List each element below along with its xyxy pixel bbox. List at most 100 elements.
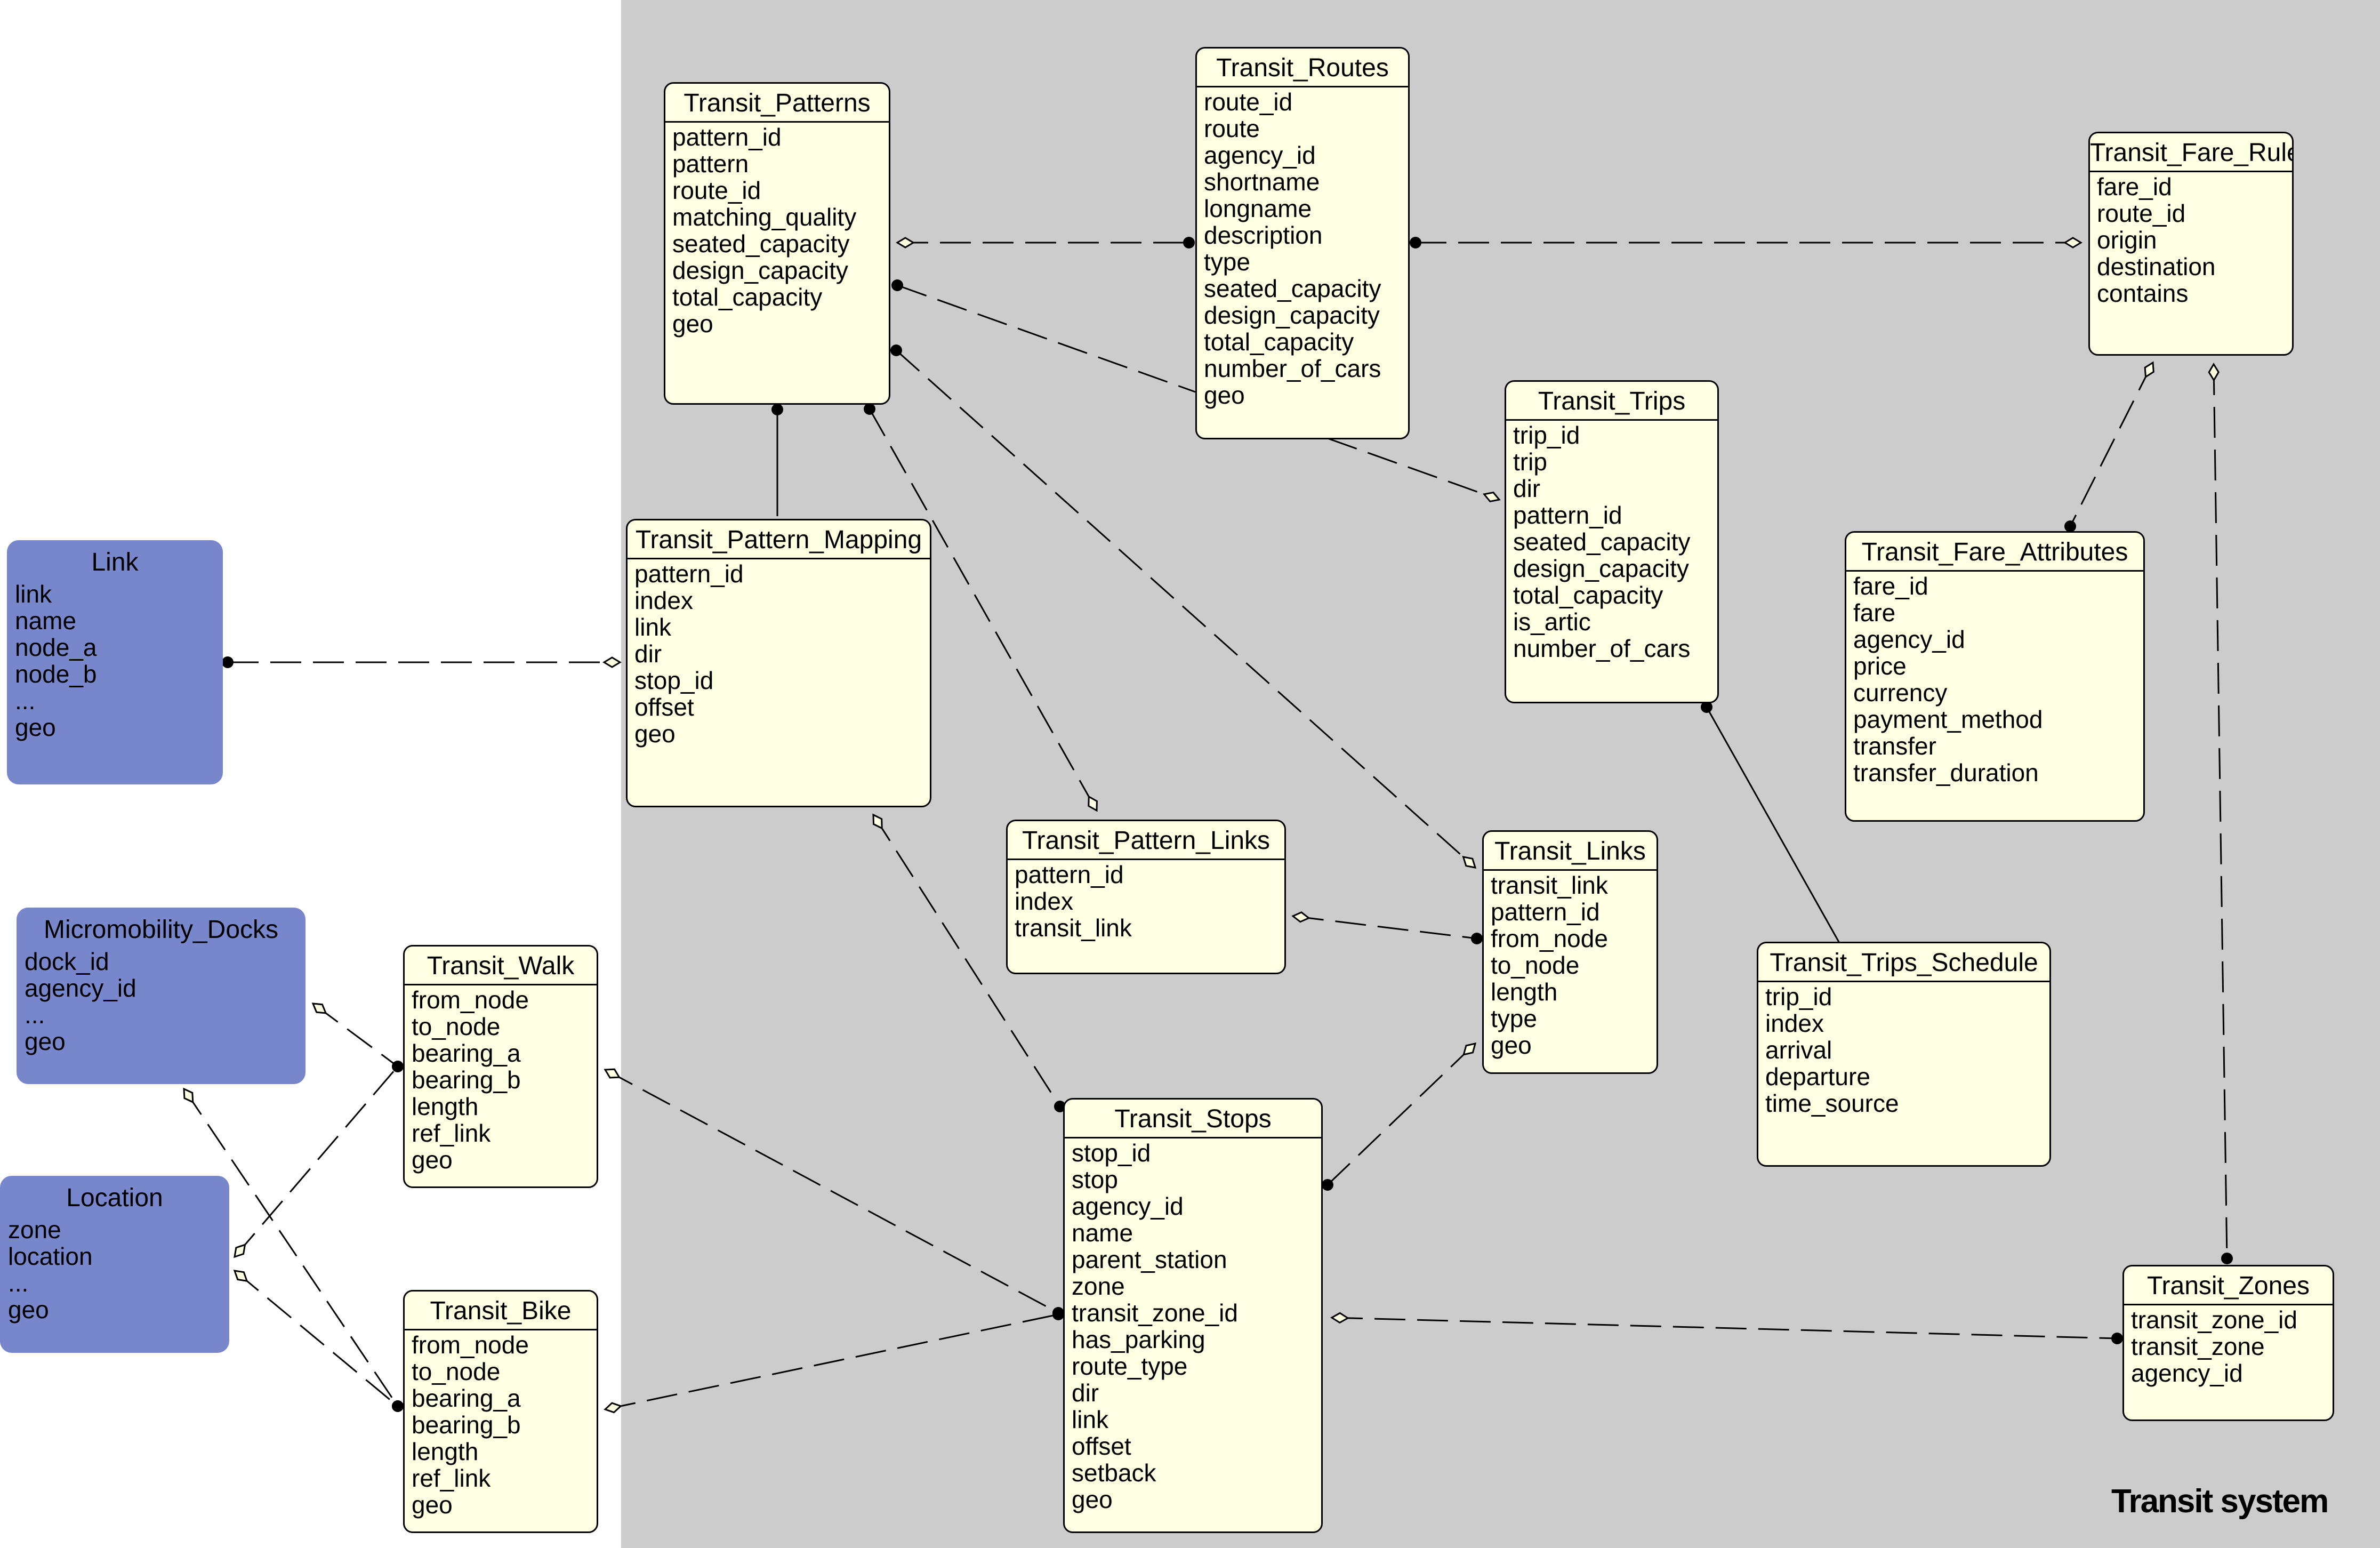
entity-field: agency_id xyxy=(1204,141,1316,169)
entity-field: geo xyxy=(1491,1031,1532,1059)
entity-field: design_capacity xyxy=(1513,555,1689,582)
connector-routes-fare-rules-end-diamond xyxy=(2063,237,2082,248)
entity-field: bearing_b xyxy=(412,1066,521,1094)
connector-pattern-mapping-stops-end-dot xyxy=(1054,1101,1066,1112)
entity-field: pattern_id xyxy=(1015,861,1124,888)
entity-field: total_capacity xyxy=(1513,581,1663,609)
entity-field: bearing_b xyxy=(412,1411,521,1439)
connector-trips-trips-schedule-start-dot xyxy=(1701,701,1712,713)
entity-field: from_node xyxy=(1491,925,1608,952)
entity-title: Transit_Stops xyxy=(1065,1100,1321,1138)
connector-link-pattern-mapping-end-diamond xyxy=(602,656,622,668)
entity-field: node_a xyxy=(15,633,97,661)
connector-patterns-transit-links-end-diamond xyxy=(1462,856,1477,869)
connector-routes-fare-rules-start-dot xyxy=(1410,237,1421,248)
entity-field: agency_id xyxy=(1072,1192,1184,1220)
entity-field: bearing_a xyxy=(412,1384,521,1412)
entity-field: trip_id xyxy=(1513,421,1580,449)
connector-docks-walk xyxy=(312,1002,398,1068)
entity-field: bearing_a xyxy=(412,1039,521,1067)
entity-field: geo xyxy=(1204,381,1245,409)
entity-title: Transit_Zones xyxy=(2124,1266,2333,1305)
diagram-title: Transit system xyxy=(2111,1483,2329,1520)
connector-walk-stops-start-diamond xyxy=(604,1068,621,1079)
entity-field: offset xyxy=(1072,1432,1131,1460)
entity-field: index xyxy=(1015,887,1073,915)
entity-field: seated_capacity xyxy=(1204,275,1381,302)
connector-routes-trips xyxy=(1327,437,1500,501)
entity-field: price xyxy=(1853,652,1907,680)
entity-field: route_type xyxy=(1072,1352,1188,1380)
connector-patterns-pattern-links-end-diamond xyxy=(1088,795,1098,812)
entity-field: transit_zone xyxy=(2131,1333,2265,1360)
entity-field: route_id xyxy=(1204,88,1293,116)
entity-field: seated_capacity xyxy=(1513,528,1691,556)
entity-field: from_node xyxy=(412,1331,529,1359)
connector-bike-stops-start-diamond xyxy=(604,1402,623,1414)
connector-stops-zones xyxy=(1331,1317,2118,1340)
entity-field: stop xyxy=(1072,1166,1118,1193)
connector-docks-bike-start-diamond xyxy=(183,1087,194,1104)
entity-field: number_of_cars xyxy=(1204,355,1381,382)
entity-field: ref_link xyxy=(412,1119,491,1147)
entity-field: index xyxy=(1765,1009,1824,1037)
entity-title: Transit_Links xyxy=(1484,832,1657,871)
entity-field: link xyxy=(15,580,52,608)
entity-field: transit_zone_id xyxy=(2131,1306,2297,1334)
entity-field: name xyxy=(1072,1219,1133,1247)
entity-field: ... xyxy=(8,1269,29,1297)
entity-field: pattern_id xyxy=(634,560,744,588)
entity-field: route_id xyxy=(672,177,761,204)
entity-field: seated_capacity xyxy=(672,230,850,258)
entity-field: offset xyxy=(634,693,694,721)
entity-field: total_capacity xyxy=(1204,328,1354,356)
entity-field: zone xyxy=(1072,1272,1125,1300)
entity-field: ... xyxy=(15,687,36,715)
entity-title: Transit_Pattern_Mapping xyxy=(628,520,930,559)
connector-patterns-routes-lower-start-dot xyxy=(891,279,903,291)
entity-field: arrival xyxy=(1765,1036,1832,1064)
entity-field: link xyxy=(1072,1406,1109,1433)
connector-docks-walk-start-diamond xyxy=(311,1002,327,1014)
entity-field: stop_id xyxy=(634,667,714,694)
entity-field: fare_id xyxy=(1853,572,1928,600)
connector-location-bike xyxy=(234,1270,398,1407)
entity-field: design_capacity xyxy=(672,256,848,284)
entity-field: fare_id xyxy=(2097,173,2172,200)
connector-patterns-transit-links-start-dot xyxy=(890,344,902,356)
entity-title: Transit_Fare_Rules xyxy=(2090,133,2292,172)
entity-title: Micromobility_Docks xyxy=(43,916,279,944)
entity-field: to_node xyxy=(1491,951,1580,979)
connector-location-walk-start-diamond xyxy=(234,1243,246,1258)
entity-title: Transit_Trips xyxy=(1506,382,1717,421)
entity-field: fare xyxy=(1853,599,1896,627)
entity-field: trip_id xyxy=(1765,983,1832,1010)
entity-field: ... xyxy=(25,1001,45,1029)
connector-stops-zones-end-dot xyxy=(2111,1333,2123,1344)
entity-field: transfer_duration xyxy=(1853,759,2039,787)
connector-trips-trips-schedule xyxy=(1706,707,1841,944)
entity-field: agency_id xyxy=(1853,625,1965,653)
entity-field: pattern_id xyxy=(672,123,782,151)
entity-field: geo xyxy=(1072,1486,1113,1513)
connector-pattern-links-transit-links-end-dot xyxy=(1471,933,1483,944)
connector-patterns-pattern-links xyxy=(869,408,1098,811)
connector-patterns-routes-start-diamond xyxy=(896,237,915,248)
connector-bike-stops-end-dot xyxy=(1052,1309,1064,1320)
